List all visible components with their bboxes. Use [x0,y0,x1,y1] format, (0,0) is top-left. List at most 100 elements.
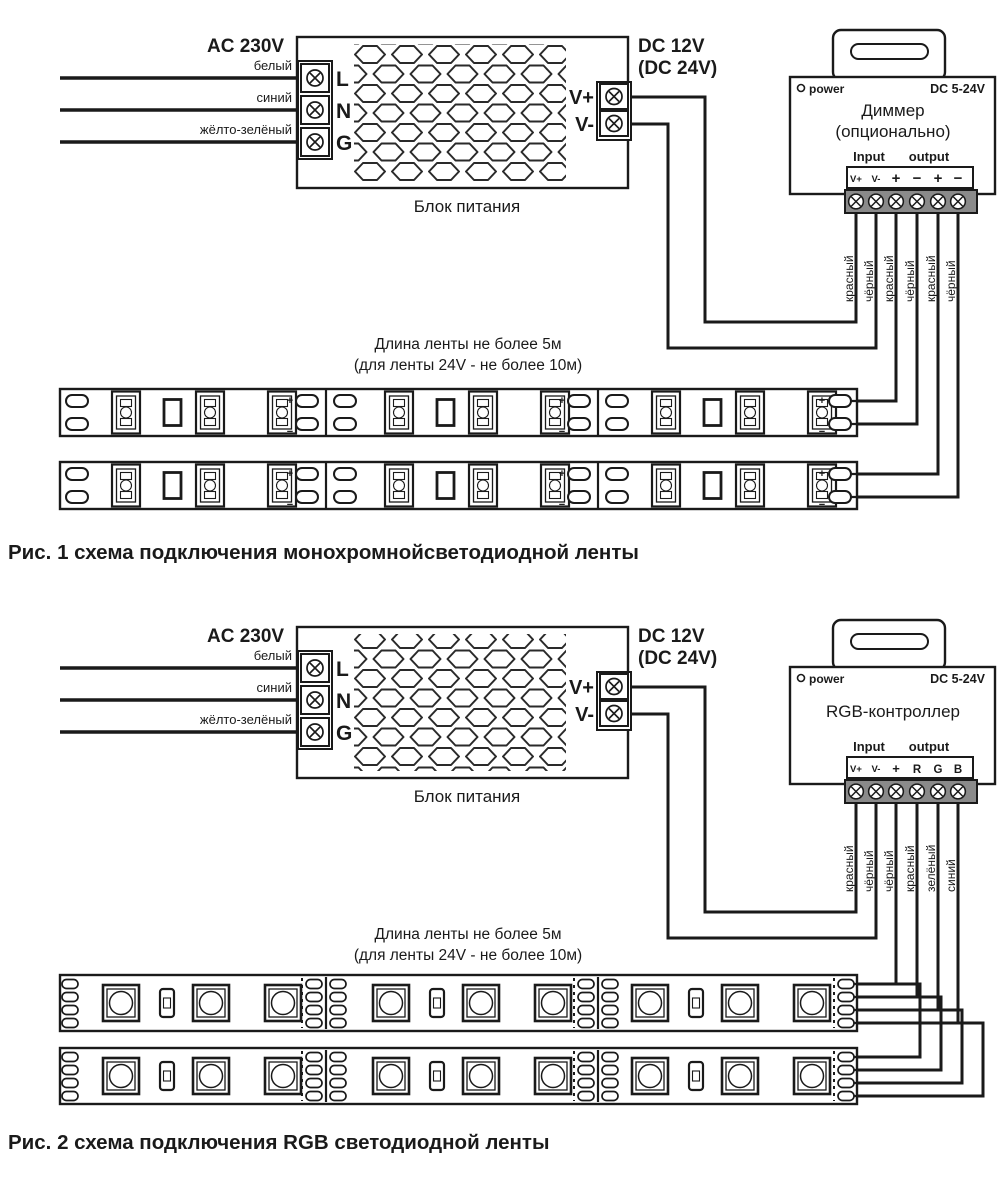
wire-label-yellow-green: жёлто-зелёный [200,122,292,137]
input-label: Input [853,739,885,754]
dc-voltage-label-line2: (DC 24V) [638,648,717,669]
dc-voltage-label-line1: DC 12V [638,626,705,647]
terminal-label-strip [846,166,974,189]
figure-2-rgb-diagram: AC 230V белый синий жёлто-зелёный L N G … [8,618,997,1154]
figure-1-monochrome-diagram: AC 230V белый синий жёлто-зелёный L N G … [8,28,997,564]
controller-voltage-label: DC 5-24V [930,82,986,96]
vent-holes [354,634,566,771]
wire-color-1: красный [842,845,856,892]
output-wire-r-strip1 [857,803,919,999]
rgb-terminal-4: R [913,764,922,776]
dc-vminus-wire [631,122,878,350]
dimmer-terminal-1: V+ [850,174,862,185]
rgb-terminal-1: V+ [850,764,862,775]
power-led-icon [796,673,806,683]
input-label: Input [853,149,885,164]
power-led-label: power [809,82,845,96]
ac-input-wires [60,666,301,734]
terminal-letter-n: N [336,690,351,713]
vent-holes [354,44,566,181]
psu-name-label: Блок питания [414,787,521,806]
output-label: output [909,149,950,164]
psu-name-label: Блок питания [414,197,521,216]
mounting-slot [850,43,929,60]
dimmer-terminal-2: V- [872,174,881,185]
wire-color-5: красный [924,255,938,302]
dc-vplus-wire [631,95,858,324]
terminal-vplus-label: V+ [569,677,594,699]
terminal-label-strip [846,756,974,779]
wire-label-white: белый [254,58,292,73]
terminal-letter-g: G [336,722,352,745]
controller-name-line2: (опционально) [835,122,950,141]
output-wire-b-strip1 [857,803,960,1025]
mono-strip-2 [60,462,857,511]
output-label: output [909,739,950,754]
wire-color-5: зелёный [924,845,938,892]
wire-color-4: чёрный [903,260,917,302]
dc-voltage-label-line1: DC 12V [638,36,705,57]
controller-name: RGB-контроллер [826,702,960,721]
terminal-vminus-label: V- [575,704,594,726]
rgb-controller: power DC 5-24V RGB-контроллер Input outp… [788,618,997,804]
rgb-strip-2 [60,1048,857,1104]
wire-label-yellow-green: жёлто-зелёный [200,712,292,727]
terminal-vminus-label: V- [575,114,594,136]
rgb-terminal-5: G [934,764,943,776]
dimmer-terminal-3: + [892,170,901,187]
wire-color-4: красный [903,845,917,892]
wire-color-labels: красный чёрный чёрный красный зелёный си… [842,845,958,892]
wire-label-blue: синий [257,90,292,105]
dimmer-terminal-5: + [934,170,943,187]
terminal-letter-l: L [336,658,349,681]
dc-vminus-wire [631,712,878,940]
controller-voltage-label: DC 5-24V [930,672,986,686]
figure-2-caption: Рис. 2 схема подключения RGB светодиодно… [8,1131,549,1154]
wire-color-3: чёрный [882,850,896,892]
dimmer-controller: power DC 5-24V Диммер (опционально) Inpu… [788,28,997,214]
ac-voltage-label: AC 230V [207,626,284,647]
output-wire-strip2-plus [857,213,940,476]
figure-1-caption: Рис. 1 схема подключения монохромнойсвет… [8,541,639,564]
power-led-label: power [809,672,845,686]
terminal-letter-g: G [336,132,352,155]
ac-input-wires [60,76,301,144]
ac-voltage-label: AC 230V [207,36,284,57]
rgb-strip-1 [60,975,857,1031]
output-wire-strip2-minus [857,213,960,499]
wire-color-2: чёрный [862,260,876,302]
wire-color-6: чёрный [944,260,958,302]
rgb-terminal-2: V- [872,764,881,775]
strip-length-note-line1: Длина ленты не более 5м [375,336,562,353]
mounting-slot [850,633,929,650]
output-wire-r-strip2 [857,995,943,1072]
dc-voltage-label-line2: (DC 24V) [638,58,717,79]
terminal-letter-l: L [336,68,349,91]
mono-strip-1 [60,389,857,438]
dc-vplus-wire [631,685,858,914]
wire-color-labels: красный чёрный красный чёрный красный чё… [842,255,958,302]
dimmer-terminal-6: − [954,170,963,187]
wire-color-3: красный [882,255,896,302]
output-wire-g-strip2 [857,1008,964,1085]
output-wire-strip1-minus [857,213,919,426]
wire-label-blue: синий [257,680,292,695]
rgb-terminal-6: B [954,764,962,776]
controller-name-line1: Диммер [861,101,924,120]
rgb-terminal-3: + [892,761,900,776]
wire-color-1: красный [842,255,856,302]
dimmer-terminal-4: − [913,170,922,187]
terminal-vplus-label: V+ [569,87,594,109]
output-wire-b-strip2 [857,1021,985,1098]
strip-length-note-line2: (для ленты 24V - не более 10м) [354,357,582,374]
strip-length-note-line1: Длина ленты не более 5м [375,926,562,943]
terminal-letter-n: N [336,100,351,123]
power-led-icon [796,83,806,93]
wire-color-6: синий [944,859,958,892]
power-supply-unit: L N G V+ V- [295,35,632,190]
strip-length-note-line2: (для ленты 24V - не более 10м) [354,947,582,964]
wire-color-2: чёрный [862,850,876,892]
output-wire-plus-strip2 [857,982,922,1059]
